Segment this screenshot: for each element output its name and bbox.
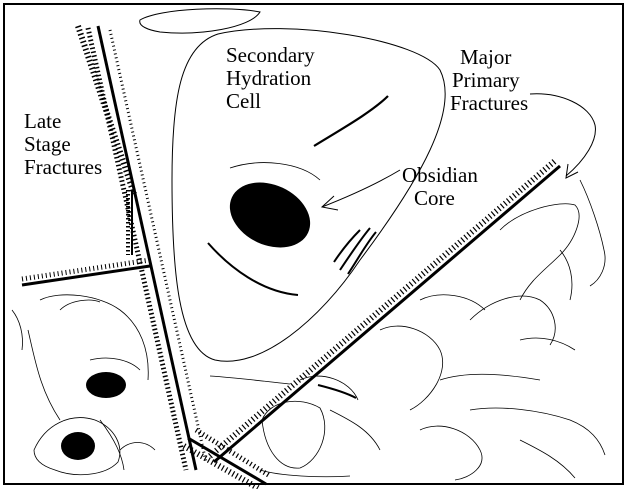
label-secondary-line-3: Cell [226,90,315,113]
label-major-line-2: Primary [450,69,528,92]
cell-crack-thin [230,163,320,180]
small-core-upper [86,372,126,398]
label-secondary-line-2: Hydration [226,67,315,90]
label-obsidian-line-2: Core [402,187,478,210]
label-major-line-1: Major [450,46,528,69]
late-stage-fracture-hatch-right [110,30,206,462]
label-late-line-2: Stage [24,133,102,156]
intersection-fracture-hatch2 [196,430,270,476]
core-arrow-line [322,170,400,207]
obsidian-core-ellipse [219,170,320,260]
major-fracture-branch [318,385,356,398]
top-cell-outline [140,9,260,33]
label-obsidian-line-1: Obsidian [402,164,478,187]
cell-crack-upper [314,96,388,146]
label-late-line-3: Fractures [24,156,102,179]
label-major-line-3: Fractures [450,92,528,115]
label-major-primary-fractures: Major Primary Fractures [450,46,528,115]
label-late-stage-fractures: Late Stage Fractures [24,110,102,179]
cell-crack-lower [208,243,298,295]
major-fracture-arrow-line [530,94,595,176]
core-arrow-head [322,196,338,210]
label-obsidian-core: Obsidian Core [402,164,478,210]
label-secondary-hydration-cell: Secondary Hydration Cell [226,44,315,113]
label-late-line-1: Late [24,110,102,133]
late-stage-fracture-main [98,26,196,470]
label-secondary-line-1: Secondary [226,44,315,67]
small-core-lower [61,432,95,460]
